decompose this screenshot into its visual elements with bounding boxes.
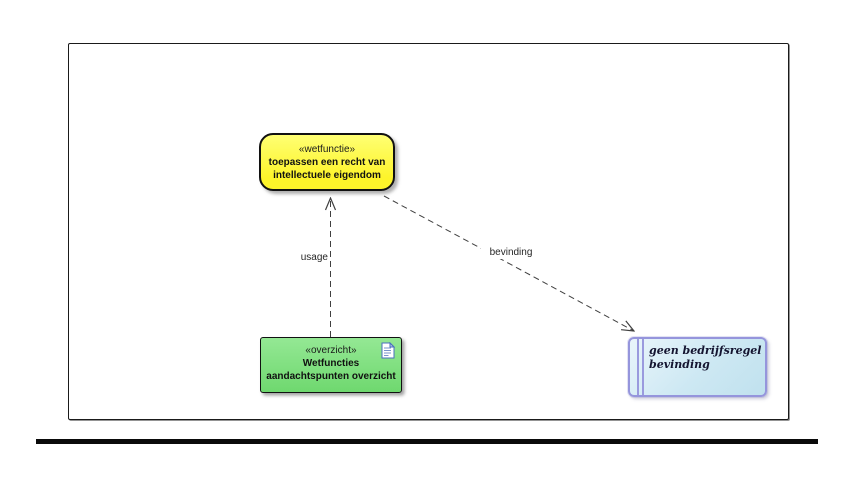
node-wetfunctie[interactable]: «wetfunctie» toepassen een recht van int… <box>259 133 395 191</box>
node-overzicht[interactable]: «overzicht» Wetfuncties aandachtspunten … <box>260 337 402 393</box>
connector-bevinding-label[interactable]: bevinding <box>481 247 541 259</box>
overzicht-name-line1: Wetfuncties <box>302 358 360 369</box>
connector-usage-label[interactable]: usage <box>293 252 329 264</box>
partition-line-1 <box>637 339 639 395</box>
wetfunctie-stereotype: «wetfunctie» <box>298 144 356 155</box>
geen-bedrijfsregel-name-line2: bevinding <box>649 358 710 371</box>
wetfunctie-name-line2: intellectuele eigendom <box>273 170 381 181</box>
geen-bedrijfsregel-name-line1: geen bedrijfsregel <box>649 344 762 357</box>
partition-line-2 <box>642 339 644 395</box>
overzicht-stereotype: «overzicht» <box>305 345 357 356</box>
bottom-divider-bar <box>36 439 818 444</box>
overzicht-name-line2: aandachtspunten overzicht <box>266 371 396 382</box>
geen-bedrijfsregel-name: geen bedrijfsregel bevinding <box>649 344 761 372</box>
document-icon <box>381 342 395 359</box>
wetfunctie-name-line1: toepassen een recht van <box>268 157 386 168</box>
node-geen-bedrijfsregel[interactable]: geen bedrijfsregel bevinding <box>628 337 767 397</box>
